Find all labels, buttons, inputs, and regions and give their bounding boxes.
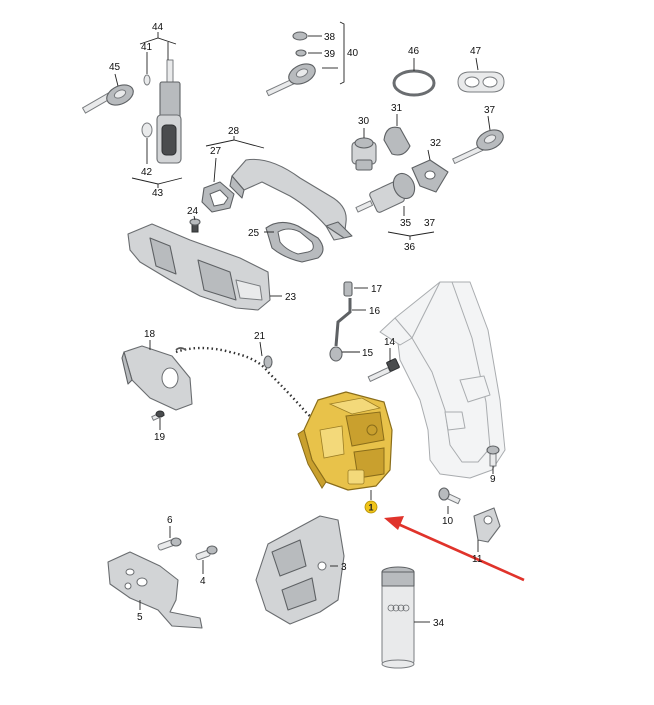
label-40: 40 (347, 48, 359, 59)
label-31: 31 (391, 103, 403, 114)
clip-17 (343, 281, 353, 297)
label-43: 43 (152, 188, 164, 199)
label-37-bottom: 37 (424, 218, 436, 229)
label-39: 39 (324, 49, 336, 60)
handle-carrier-23 (127, 223, 271, 311)
door-lock-assembly-1 (297, 391, 393, 491)
rod-16 (334, 298, 352, 347)
door-frame-outline (379, 281, 506, 479)
label-17: 17 (371, 284, 383, 295)
bolt-10 (438, 487, 461, 505)
pin-4 (195, 545, 218, 561)
lock-cylinder-35 (355, 172, 416, 213)
bracket-5 (107, 551, 203, 629)
part-labels: 44 41 45 42 43 38 39 40 46 47 31 30 32 3… (109, 22, 496, 629)
screw-19 (151, 410, 165, 421)
gasket-25 (265, 221, 324, 263)
label-9: 9 (490, 474, 496, 485)
screw-24 (189, 218, 201, 233)
pin-6 (157, 537, 182, 551)
label-3: 3 (341, 562, 347, 573)
label-35: 35 (400, 218, 412, 229)
label-5: 5 (137, 612, 143, 623)
label-37-top: 37 (484, 105, 496, 116)
label-44: 44 (152, 22, 164, 33)
label-24: 24 (187, 206, 199, 217)
cap-38 (292, 31, 308, 41)
label-28: 28 (228, 126, 240, 137)
key-40 (265, 63, 316, 97)
label-4: 4 (200, 576, 206, 587)
label-34: 34 (433, 618, 445, 629)
four-rings-logo-icon (387, 604, 395, 612)
label-30: 30 (358, 116, 370, 127)
lock-cylinder-30 (351, 137, 377, 171)
label-15: 15 (362, 348, 374, 359)
seal-ring-46 (392, 69, 436, 97)
label-45: 45 (109, 62, 121, 73)
label-46: 46 (408, 46, 420, 57)
cover-31 (383, 126, 411, 156)
badge-label-1: 1 (368, 503, 373, 513)
key-blade-44 (156, 59, 182, 164)
label-27: 27 (210, 146, 222, 157)
screw-14 (367, 358, 400, 382)
bowden-cable-21 (175, 346, 319, 420)
label-38: 38 (324, 32, 336, 43)
door-handle-28 (229, 158, 353, 241)
pin-39 (295, 49, 307, 57)
label-41: 41 (141, 42, 153, 53)
label-42: 42 (141, 167, 153, 178)
grommet-15 (329, 346, 343, 362)
part-badge-1: 1 (364, 500, 378, 514)
label-32: 32 (430, 138, 442, 149)
label-19: 19 (154, 432, 166, 443)
leader-lines (114, 21, 494, 623)
label-47: 47 (470, 46, 482, 57)
highlight-arrow (384, 516, 525, 582)
label-6: 6 (167, 515, 173, 526)
label-18: 18 (144, 329, 156, 340)
label-25: 25 (248, 228, 260, 239)
gasket-27 (201, 181, 235, 213)
label-23: 23 (285, 292, 297, 303)
label-36: 36 (404, 242, 416, 253)
label-21: 21 (254, 331, 266, 342)
gasket-47 (457, 71, 505, 93)
key-37 (452, 129, 504, 164)
key-45 (82, 84, 134, 114)
label-10: 10 (442, 516, 454, 527)
bracket-18 (121, 345, 193, 411)
o-ring-41 (143, 74, 151, 86)
striker-plate-11 (473, 507, 501, 543)
inner-bracket-3 (255, 515, 345, 625)
label-14: 14 (384, 337, 396, 348)
label-11: 11 (472, 554, 483, 565)
bracket-32 (411, 159, 449, 193)
spray-can-34 (381, 566, 415, 669)
label-16: 16 (369, 306, 381, 317)
o-ring-42 (141, 122, 153, 138)
